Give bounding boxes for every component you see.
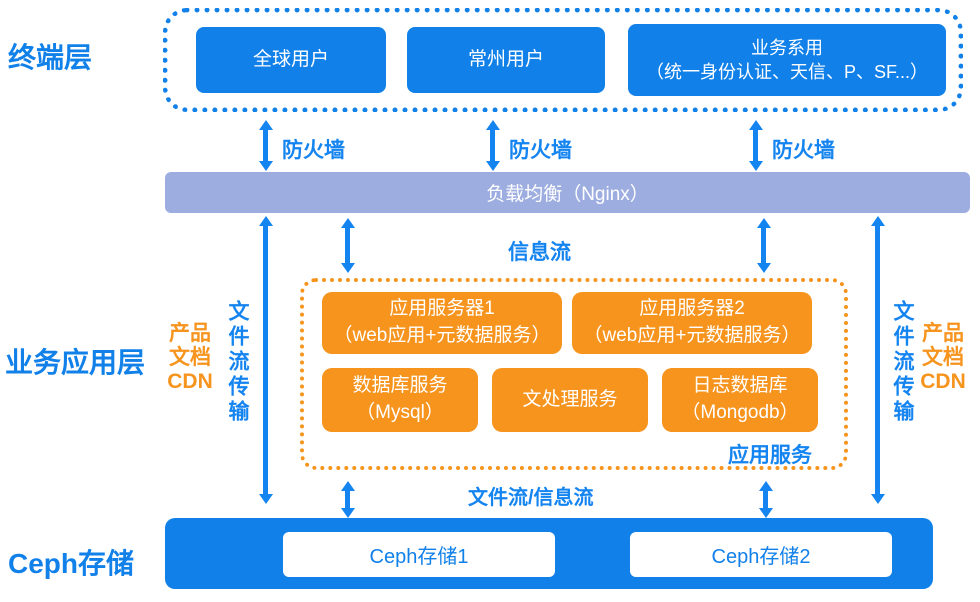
node-business-systems: 业务系用 （统一身份认证、天信、P、SF...） bbox=[628, 24, 946, 96]
firewall-label-3: 防火墙 bbox=[772, 139, 835, 162]
terminal-layer-box bbox=[163, 8, 963, 112]
storage-layer-title: Ceph存储 bbox=[8, 548, 135, 579]
file-flow-arrow-right bbox=[870, 216, 885, 504]
firewall-arrow-3 bbox=[748, 120, 763, 171]
node-global-users: 全球用户 bbox=[196, 27, 386, 93]
right-file-flow-label: 文件流传输 bbox=[891, 300, 914, 425]
info-flow-label: 信息流 bbox=[508, 241, 571, 264]
file-info-flow-label: 文件流/信息流 bbox=[468, 487, 594, 509]
storage-arrow-right bbox=[758, 481, 773, 518]
node-changzhou-users: 常州用户 bbox=[407, 27, 605, 93]
firewall-arrow-1 bbox=[258, 120, 273, 171]
node-ceph-storage-2: Ceph存储2 bbox=[630, 532, 892, 577]
info-flow-arrow-right bbox=[756, 218, 771, 273]
node-doc-processing: 文处理服务 bbox=[492, 368, 648, 432]
firewall-label-2: 防火墙 bbox=[509, 139, 572, 162]
firewall-arrow-2 bbox=[485, 120, 500, 171]
firewall-label-1: 防火墙 bbox=[282, 139, 345, 162]
right-cdn-label: 产品 文档 CDN bbox=[920, 322, 966, 394]
storage-arrow-left bbox=[340, 481, 355, 518]
node-log-mongodb: 日志数据库 （Mongodb） bbox=[662, 368, 818, 432]
node-ceph-storage-1: Ceph存储1 bbox=[283, 532, 555, 577]
left-cdn-label: 产品 文档 CDN bbox=[167, 322, 213, 394]
terminal-layer-title: 终端层 bbox=[8, 42, 93, 73]
info-flow-arrow-left bbox=[340, 218, 355, 273]
node-database-mysql: 数据库服务 （Mysql） bbox=[322, 368, 478, 432]
left-file-flow-label: 文件流传输 bbox=[226, 300, 249, 425]
application-services-label: 应用服务 bbox=[728, 444, 812, 467]
load-balancer-bar: 负载均衡（Nginx） bbox=[165, 172, 970, 213]
node-app-server-2: 应用服务器2 （web应用+元数据服务） bbox=[572, 292, 812, 354]
business-layer-title: 业务应用层 bbox=[5, 347, 146, 378]
file-flow-arrow-left bbox=[258, 216, 273, 504]
node-app-server-1: 应用服务器1 （web应用+元数据服务） bbox=[322, 292, 562, 354]
application-services-box bbox=[300, 278, 848, 470]
